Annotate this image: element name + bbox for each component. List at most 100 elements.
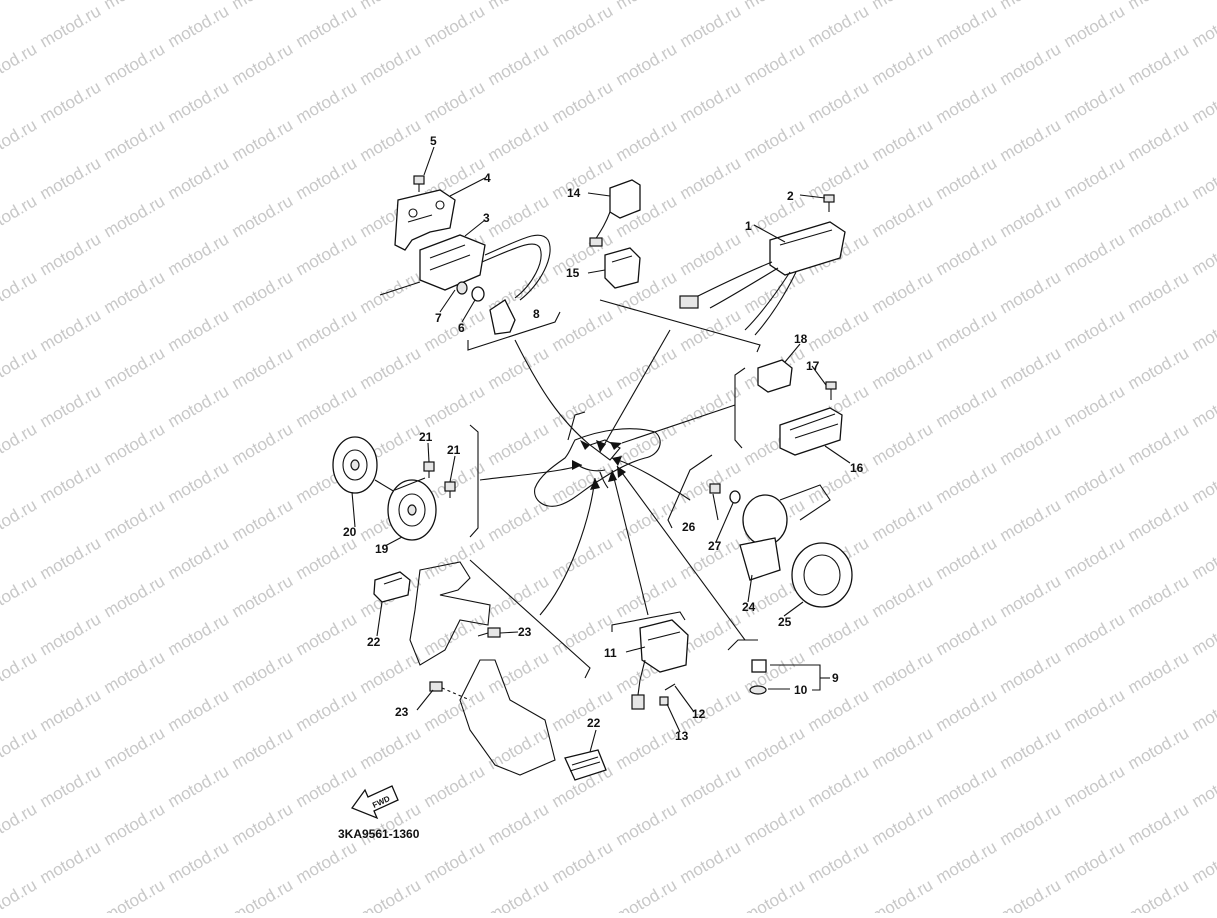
watermark-text: motod.ru xyxy=(0,0,40,13)
watermark-text: motod.ru xyxy=(1189,609,1217,659)
watermark-text: motod.ru xyxy=(1189,305,1217,355)
callout-16: 16 xyxy=(850,461,864,475)
watermark-text: motod.ru xyxy=(805,761,873,811)
watermark-text: motod.ru xyxy=(933,761,1001,811)
watermark-text: motod.ru xyxy=(0,723,40,773)
watermark-text: motod.ru xyxy=(869,875,937,913)
watermark-text: motod.ru xyxy=(549,305,617,355)
watermark-text: motod.ru xyxy=(549,457,617,507)
watermark-text: motod.ru xyxy=(293,153,361,203)
watermark-text: motod.ru xyxy=(677,1,745,51)
watermark-text: motod.ru xyxy=(549,381,617,431)
watermark-text: motod.ru xyxy=(1189,77,1217,127)
watermark-text: motod.ru xyxy=(741,115,809,165)
watermark-text: motod.ru xyxy=(165,609,233,659)
watermark-text: motod.ru xyxy=(677,685,745,735)
callout-12: 12 xyxy=(692,707,706,721)
watermark-text: motod.ru xyxy=(1061,229,1129,279)
diagram-code: 3KA9561-1360 xyxy=(338,827,420,841)
watermark-text: motod.ru xyxy=(1125,723,1193,773)
watermark-text: motod.ru xyxy=(485,419,553,469)
watermark-text: motod.ru xyxy=(101,267,169,317)
watermark-text: motod.ru xyxy=(229,343,297,393)
watermark-text: motod.ru xyxy=(1189,1,1217,51)
watermark-text: motod.ru xyxy=(1125,115,1193,165)
watermark-text: motod.ru xyxy=(485,647,553,697)
watermark-text: motod.ru xyxy=(1125,647,1193,697)
watermark-text: motod.ru xyxy=(997,723,1065,773)
watermark-text: motod.ru xyxy=(1189,457,1217,507)
watermark-text: motod.ru xyxy=(869,0,937,13)
watermark-text: motod.ru xyxy=(613,875,681,913)
watermark-text: motod.ru xyxy=(869,39,937,89)
watermark-text: motod.ru xyxy=(997,647,1065,697)
watermark-text: motod.ru xyxy=(1189,761,1217,811)
watermark-text: motod.ru xyxy=(1125,191,1193,241)
watermark-text: motod.ru xyxy=(101,343,169,393)
watermark-text: motod.ru xyxy=(0,191,40,241)
watermark-text: motod.ru xyxy=(613,799,681,849)
watermark-text: motod.ru xyxy=(933,457,1001,507)
watermark-text: motod.ru xyxy=(869,191,937,241)
watermark-text: motod.ru xyxy=(37,1,105,51)
watermark-text: motod.ru xyxy=(421,77,489,127)
watermark-text: motod.ru xyxy=(229,875,297,913)
screw-part-13 xyxy=(660,697,668,705)
watermark-text: motod.ru xyxy=(1125,267,1193,317)
watermark-text: motod.ru xyxy=(229,495,297,545)
watermark-text: motod.ru xyxy=(293,837,361,887)
watermark-text: motod.ru xyxy=(485,0,553,13)
callout-27: 27 xyxy=(708,539,722,553)
watermark-text: motod.ru xyxy=(997,39,1065,89)
watermark-text: motod.ru xyxy=(229,0,297,13)
watermark-text: motod.ru xyxy=(101,723,169,773)
watermark-text: motod.ru xyxy=(357,647,425,697)
watermark-text: motod.ru xyxy=(293,761,361,811)
watermark-text: motod.ru xyxy=(677,381,745,431)
watermark-text: motod.ru xyxy=(37,685,105,735)
watermark-text: motod.ru xyxy=(613,0,681,13)
callout-22a: 22 xyxy=(367,635,381,649)
watermark-text: motod.ru xyxy=(1125,343,1193,393)
callout-14: 14 xyxy=(567,186,581,200)
watermark-text: motod.ru xyxy=(229,267,297,317)
watermark-text: motod.ru xyxy=(485,875,553,913)
watermark-text: motod.ru xyxy=(933,837,1001,887)
watermark-text: motod.ru xyxy=(1061,77,1129,127)
watermark-text: motod.ru xyxy=(37,77,105,127)
watermark-text: motod.ru xyxy=(101,495,169,545)
callout-26: 26 xyxy=(682,520,696,534)
watermark-text: motod.ru xyxy=(357,343,425,393)
watermark-text: motod.ru xyxy=(997,799,1065,849)
watermark-text: motod.ru xyxy=(549,837,617,887)
watermark-text: motod.ru xyxy=(1125,571,1193,621)
watermark-text: motod.ru xyxy=(357,39,425,89)
cap-parts-6-7 xyxy=(457,282,484,301)
callout-8: 8 xyxy=(533,307,540,321)
watermark-text: motod.ru xyxy=(0,647,40,697)
watermark-text: motod.ru xyxy=(485,495,553,545)
callout-18: 18 xyxy=(794,332,808,346)
callout-1: 1 xyxy=(745,219,752,233)
gasket-part-25 xyxy=(792,543,852,607)
watermark-text: motod.ru xyxy=(1061,533,1129,583)
holder-part-15 xyxy=(605,248,640,288)
watermark-text: motod.ru xyxy=(1061,457,1129,507)
watermark-text: motod.ru xyxy=(549,77,617,127)
callout-4: 4 xyxy=(484,171,491,185)
callout-19: 19 xyxy=(375,542,389,556)
callout-22b: 22 xyxy=(587,716,601,730)
watermark-text: motod.ru xyxy=(293,381,361,431)
watermark-text: motod.ru xyxy=(1125,419,1193,469)
watermark-text: motod.ru xyxy=(0,267,40,317)
callout-23a: 23 xyxy=(518,625,532,639)
watermark-text: motod.ru xyxy=(997,191,1065,241)
watermark-text: motod.ru xyxy=(165,837,233,887)
watermark-text: motod.ru xyxy=(1125,0,1193,13)
watermark-text: motod.ru xyxy=(165,305,233,355)
watermark-text: motod.ru xyxy=(1125,495,1193,545)
watermark-text: motod.ru xyxy=(293,533,361,583)
watermark-text: motod.ru xyxy=(741,799,809,849)
watermark-text: motod.ru xyxy=(805,685,873,735)
watermark-text: motod.ru xyxy=(421,1,489,51)
